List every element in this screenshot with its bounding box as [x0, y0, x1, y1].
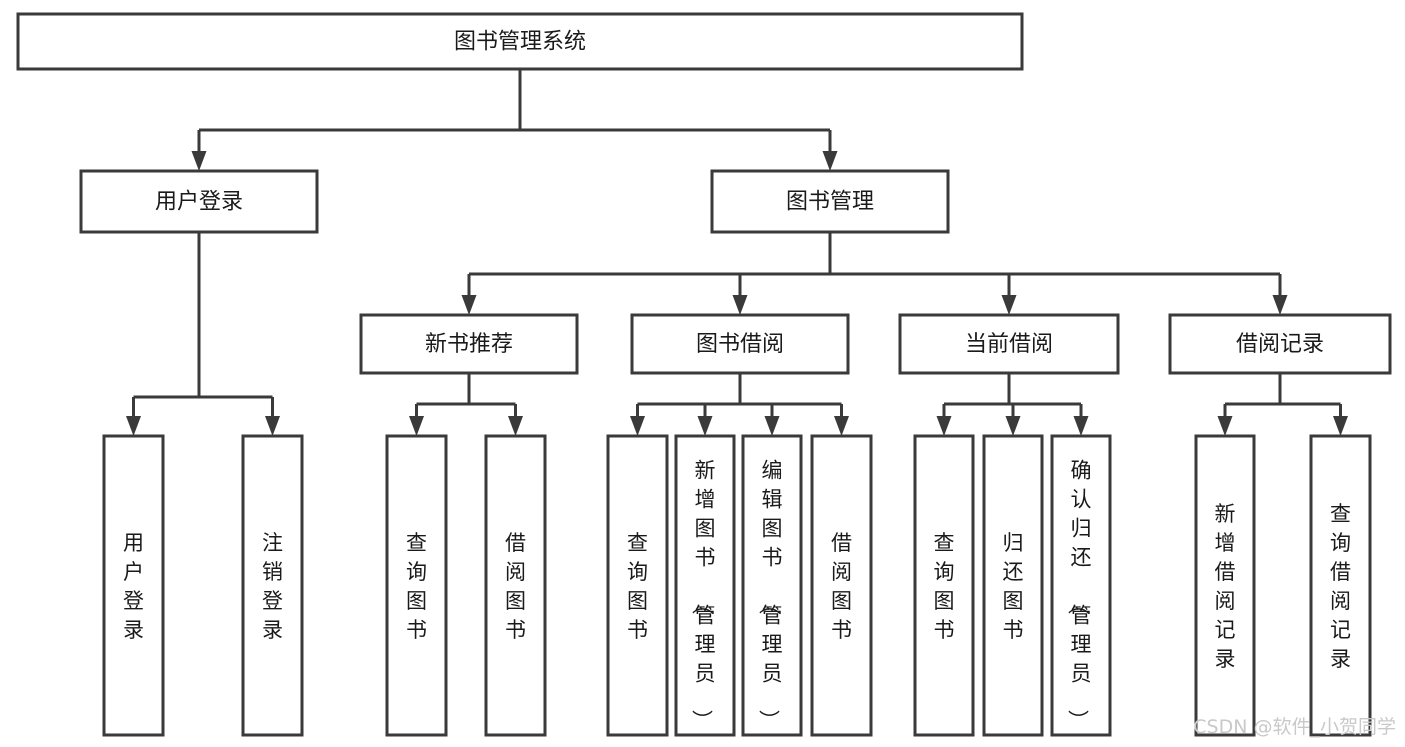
node-label: 用户登录 [123, 531, 144, 642]
node-box[interactable] [913, 434, 975, 737]
node-box[interactable] [16, 12, 1024, 71]
node-借阅记录-n-record[interactable]: 借阅记录 [1168, 313, 1392, 375]
node-label: 查询借阅记录 [1330, 502, 1351, 671]
node-确认归还管理员-l-11[interactable]: 确认归还（管理员） [1050, 434, 1112, 737]
node-编辑图书管理员-l-7[interactable]: 编辑图书（管理员） [741, 434, 803, 737]
node-label: 注销登录 [262, 531, 283, 642]
node-box[interactable] [79, 169, 319, 234]
node-查询图书-l-9[interactable]: 查询图书 [913, 434, 975, 737]
node-图书管理-n-book[interactable]: 图书管理 [710, 169, 950, 234]
node-label: 图书借阅 [696, 332, 784, 357]
node-用户登录-l-1[interactable]: 用户登录 [102, 434, 165, 737]
node-box[interactable] [741, 434, 803, 737]
node-label: 新增借阅记录 [1215, 502, 1236, 671]
node-借阅图书-l-8[interactable]: 借阅图书 [810, 434, 873, 737]
node-查询借阅记录-l-13[interactable]: 查询借阅记录 [1309, 434, 1372, 737]
node-label: 用户登录 [155, 190, 243, 215]
node-box[interactable] [1194, 434, 1256, 737]
node-借阅图书-l-4[interactable]: 借阅图书 [484, 434, 547, 737]
node-查询图书-l-5[interactable]: 查询图书 [606, 434, 669, 737]
node-label: 编辑图书（管理员） [757, 459, 783, 731]
node-label: 查询图书 [406, 531, 427, 642]
node-label: 新增图书（管理员） [690, 459, 716, 731]
edge-arrowhead-icon [508, 416, 523, 436]
node-box[interactable] [102, 434, 165, 737]
edge-arrowhead-icon [764, 416, 780, 436]
edge-group-n-user [126, 232, 280, 436]
node-查询图书-l-3[interactable]: 查询图书 [385, 434, 448, 737]
edge-group-n-current [936, 373, 1089, 436]
node-label: 图书管理 [786, 190, 874, 215]
node-box[interactable] [484, 434, 547, 737]
edge-arrowhead-icon [191, 151, 207, 171]
node-label: 借阅图书 [831, 531, 852, 642]
edge-arrowhead-icon [834, 416, 849, 436]
node-box[interactable] [241, 434, 304, 737]
edge-arrowhead-icon [822, 151, 838, 171]
node-box[interactable] [359, 313, 579, 375]
node-box[interactable] [674, 434, 736, 737]
node-当前借阅-n-current[interactable]: 当前借阅 [898, 313, 1120, 375]
node-label: 图书管理系统 [454, 30, 586, 55]
node-label: 查询图书 [934, 531, 955, 642]
node-归还图书-l-10[interactable]: 归还图书 [982, 434, 1044, 737]
edge-arrowhead-icon [1333, 416, 1348, 436]
node-用户登录-n-user[interactable]: 用户登录 [79, 169, 319, 234]
node-box[interactable] [1309, 434, 1372, 737]
edges-layer [126, 69, 1348, 436]
node-box[interactable] [1168, 313, 1392, 375]
edge-arrowhead-icon [732, 295, 748, 315]
edge-arrowhead-icon [1005, 416, 1021, 436]
node-图书借阅-n-borrow[interactable]: 图书借阅 [630, 313, 850, 375]
edge-arrowhead-icon [1001, 295, 1017, 315]
node-box[interactable] [630, 313, 850, 375]
edge-arrowhead-icon [630, 416, 645, 436]
edge-group-n-book [461, 232, 1288, 315]
edge-group-n-newbook [409, 373, 523, 436]
node-label: 借阅记录 [1236, 332, 1324, 357]
node-label: 归还图书 [1003, 531, 1024, 642]
node-label: 借阅图书 [505, 531, 526, 642]
edge-arrowhead-icon [697, 416, 713, 436]
node-新书推荐-n-newbook[interactable]: 新书推荐 [359, 313, 579, 375]
edge-group-n-record [1217, 373, 1348, 436]
node-label: 确认归还（管理员） [1066, 459, 1092, 731]
edge-arrowhead-icon [1272, 295, 1288, 315]
node-label: 查询图书 [627, 531, 648, 642]
edge-arrowhead-icon [1073, 416, 1089, 436]
node-box[interactable] [1050, 434, 1112, 737]
edge-arrowhead-icon [265, 416, 280, 436]
node-box[interactable] [710, 169, 950, 234]
node-box[interactable] [898, 313, 1120, 375]
nodes-layer: 图书管理系统用户登录图书管理新书推荐图书借阅当前借阅借阅记录用户登录注销登录查询… [16, 12, 1392, 737]
node-label: 当前借阅 [965, 332, 1053, 357]
node-box[interactable] [606, 434, 669, 737]
node-box[interactable] [982, 434, 1044, 737]
edge-arrowhead-icon [409, 416, 424, 436]
edge-arrowhead-icon [936, 416, 952, 436]
node-box[interactable] [385, 434, 448, 737]
node-box[interactable] [810, 434, 873, 737]
node-图书管理系统-root[interactable]: 图书管理系统 [16, 12, 1024, 71]
node-新增借阅记录-l-12[interactable]: 新增借阅记录 [1194, 434, 1256, 737]
edge-arrowhead-icon [1217, 416, 1233, 436]
csdn-watermark: CSDN @软件_小贺同学 [1193, 716, 1396, 738]
node-新增图书管理员-l-6[interactable]: 新增图书（管理员） [674, 434, 736, 737]
edge-arrowhead-icon [461, 295, 477, 315]
edge-group-n-borrow [630, 373, 849, 436]
node-label: 新书推荐 [425, 332, 513, 357]
edge-arrowhead-icon [126, 416, 141, 436]
edge-group-root [191, 69, 838, 171]
node-注销登录-l-2[interactable]: 注销登录 [241, 434, 304, 737]
